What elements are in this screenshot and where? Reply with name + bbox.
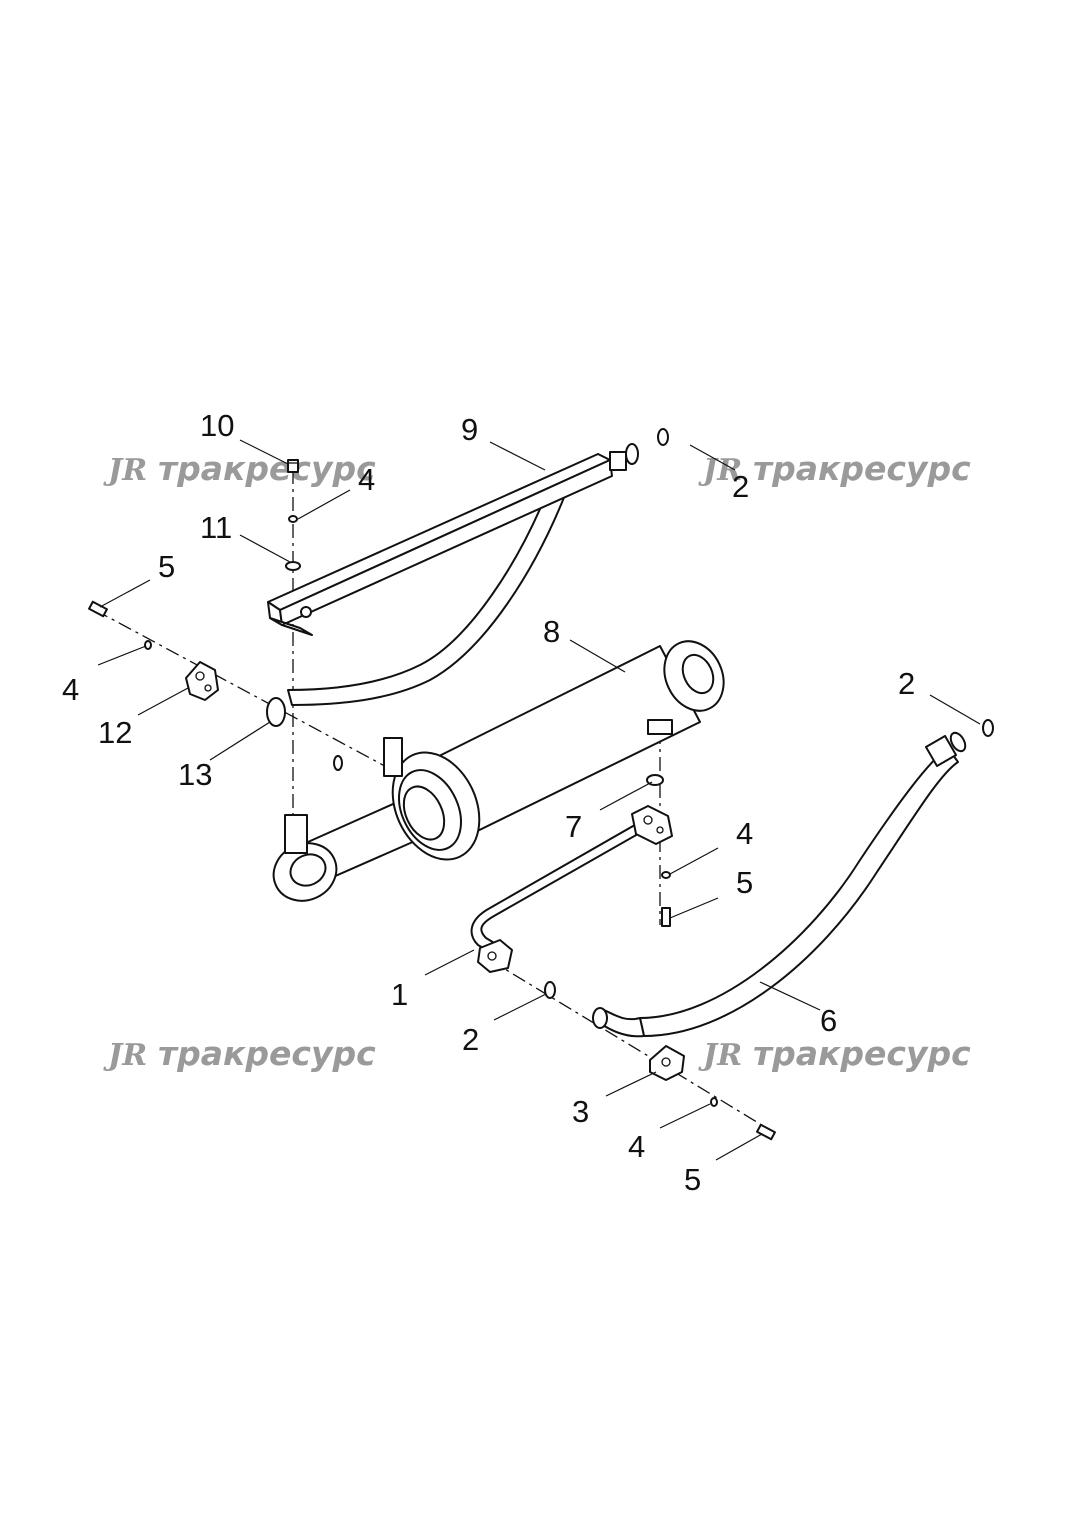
- washer-4-mid-part: [661, 871, 671, 879]
- oring-2-top-part: [657, 428, 669, 446]
- bolt-5-mid-part: [661, 907, 671, 927]
- callout-5: 5: [158, 549, 175, 584]
- flange-clamp-3-part: [649, 1045, 685, 1081]
- callout-2: 2: [732, 469, 749, 504]
- callout-12: 12: [98, 715, 132, 750]
- watermark-bottom-right: JR тракресурс: [698, 1034, 971, 1073]
- callout-2: 2: [462, 1022, 479, 1057]
- watermark-bottom-left: JR тракресурс: [103, 1034, 376, 1073]
- washer-4-top-part: [288, 515, 298, 523]
- callout-6: 6: [820, 1003, 837, 1038]
- callout-8: 8: [543, 614, 560, 649]
- watermark-logo: JR: [698, 1038, 742, 1073]
- leader-lines: [97, 439, 981, 1161]
- callout-2: 2: [898, 666, 915, 701]
- callout-11: 11: [200, 510, 232, 545]
- callout-10: 10: [200, 408, 234, 443]
- assembly-center-lines: [94, 470, 771, 1131]
- flange-clamp-12-part: [185, 661, 219, 701]
- bolt-10-part: [287, 459, 299, 473]
- callout-4: 4: [736, 816, 753, 851]
- callout-4: 4: [358, 462, 375, 497]
- watermark-logo: JR: [103, 453, 147, 488]
- watermark-top-right: JR тракресурс: [698, 449, 971, 488]
- watermark-text: тракресурс: [158, 449, 376, 488]
- callout-13: 13: [178, 757, 212, 792]
- tube-with-bracket-part: [266, 443, 639, 727]
- washer-4-left-part: [144, 640, 152, 650]
- callout-4: 4: [628, 1129, 645, 1164]
- oring-13-part: [333, 755, 343, 771]
- flexible-hose-part: [592, 731, 967, 1038]
- bolt-5-bottom-part: [756, 1123, 776, 1141]
- watermark-text: тракресурс: [753, 449, 971, 488]
- callout-labels: 10 9 4 2 11 5 8 2 4 12 13 7 4 5 1 6 2 3 …: [62, 408, 915, 1197]
- oring-2-right-part: [982, 719, 994, 737]
- callout-1: 1: [391, 977, 408, 1012]
- washer-4-bottom-part: [710, 1097, 718, 1107]
- hydraulic-cylinder-part: [272, 640, 725, 902]
- watermark-logo: JR: [698, 453, 742, 488]
- callout-5: 5: [684, 1162, 701, 1197]
- callout-7: 7: [565, 809, 582, 844]
- callout-4: 4: [62, 672, 79, 707]
- bolt-5-left-part: [88, 600, 108, 618]
- callout-3: 3: [572, 1094, 589, 1129]
- oring-2-bottom-part: [544, 981, 556, 999]
- watermark-text: тракресурс: [158, 1034, 376, 1073]
- watermark-text: тракресурс: [753, 1034, 971, 1073]
- watermark-logo: JR: [103, 1038, 147, 1073]
- washer-11-part: [285, 561, 301, 571]
- steel-pipe-part: [470, 805, 673, 973]
- watermark-top-left: JR тракресурс: [103, 449, 376, 488]
- callout-9: 9: [461, 412, 478, 447]
- callout-5: 5: [736, 865, 753, 900]
